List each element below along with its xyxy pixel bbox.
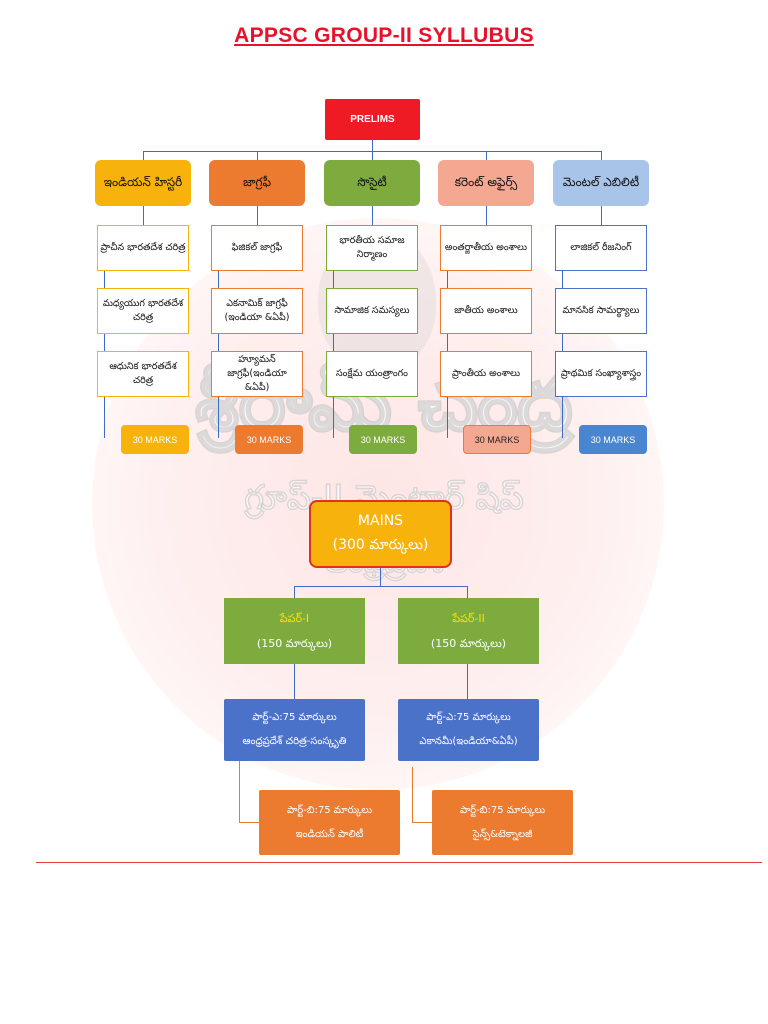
category-current-affairs: కరెంట్ అఫైర్స్ xyxy=(438,160,534,206)
page-title: APPSC GROUP-II SYLLUBUS xyxy=(234,24,534,47)
marks-badge: 30 MARKS xyxy=(235,425,303,454)
topic-logical-reasoning: లాజికల్ రీజనింగ్ xyxy=(555,225,647,271)
category-geography: జాగ్రఫీ xyxy=(209,160,305,206)
connector xyxy=(467,586,468,598)
connector xyxy=(239,761,240,823)
category-indian-history: ఇండియన్ హిస్టరీ xyxy=(95,160,191,206)
paper-1-marks: (150 మార్కులు) xyxy=(256,637,333,650)
connector xyxy=(412,822,433,823)
topic-basic-statistics: ప్రాథమిక సంఖ్యాశాస్త్రం xyxy=(555,351,647,397)
connector xyxy=(467,664,468,699)
connector xyxy=(143,151,144,160)
category-mental-ability: మెంటల్ ఎబిలిటీ xyxy=(553,160,649,206)
connector xyxy=(372,151,373,160)
part-b-subject: ఇండియన్ పాలిటీ xyxy=(295,828,364,840)
connector xyxy=(486,206,487,225)
prelims-node: PRELIMS xyxy=(325,99,420,140)
connector xyxy=(380,568,381,587)
connector xyxy=(143,206,144,225)
connector xyxy=(372,140,373,152)
topic-mental-ability: మానసిక సామర్థ్యాలు xyxy=(555,288,647,334)
connector xyxy=(239,822,260,823)
connector xyxy=(294,586,295,598)
topic-social-issues: సామాజిక సమస్యలు xyxy=(326,288,418,334)
paper-2-node: పేపర్-II (150 మార్కులు) xyxy=(398,598,539,664)
part-b-heading: పార్ట్-బి:75 మార్కులు xyxy=(286,804,373,816)
paper-1-part-a: పార్ట్-ఎ:75 మార్కులు ఆంధ్రప్రదేశ్ చరిత్ర… xyxy=(224,699,365,761)
topic-welfare: సంక్షేమ యంత్రాంగం xyxy=(326,351,418,397)
topic-human-geography: హ్యూమన్ జాగ్రఫీ(ఇండియా &ఏపీ) xyxy=(211,351,303,397)
paper-2-part-a: పార్ట్-ఎ:75 మార్కులు ఎకానమీ(ఇండియా&ఏపీ) xyxy=(398,699,539,761)
paper-1-part-b: పార్ట్-బి:75 మార్కులు ఇండియన్ పాలిటీ xyxy=(259,790,400,855)
topic-national: జాతీయ అంశాలు xyxy=(440,288,532,334)
paper-2-part-b: పార్ట్-బి:75 మార్కులు సైన్స్&టెక్నాలజీ xyxy=(432,790,573,855)
topic-modern-history: ఆధునిక భారతదేశ చరిత్ర xyxy=(97,351,189,397)
connector xyxy=(294,586,467,587)
connector xyxy=(601,151,602,160)
part-a-heading: పార్ట్-ఎ:75 మార్కులు xyxy=(252,712,337,723)
part-b-subject: సైన్స్&టెక్నాలజీ xyxy=(472,828,533,840)
part-a-heading: పార్ట్-ఎ:75 మార్కులు xyxy=(426,712,511,723)
paper-1-label: పేపర్-I xyxy=(279,611,310,625)
part-a-subject: ఆంధ్రప్రదేశ్ చరిత్ర-సంస్కృతి xyxy=(242,736,347,747)
mains-node: MAINS (300 మార్కులు) xyxy=(309,500,452,568)
part-b-heading: పార్ట్-బి:75 మార్కులు xyxy=(459,804,546,816)
connector xyxy=(257,206,258,225)
marks-badge: 30 MARKS xyxy=(121,425,189,454)
mains-label: MAINS xyxy=(357,513,404,530)
connector xyxy=(412,767,413,823)
connector xyxy=(372,206,373,225)
marks-badge: 30 MARKS xyxy=(349,425,417,454)
connector xyxy=(486,151,487,160)
connector xyxy=(294,664,295,699)
connector xyxy=(257,151,258,160)
footer-divider xyxy=(36,862,762,863)
topic-medieval-history: మధ్యయుగ భారతదేశ చరిత్ర xyxy=(97,288,189,334)
paper-2-label: పేపర్-II xyxy=(452,611,485,625)
topic-international: అంతర్జాతీయ అంశాలు xyxy=(440,225,532,271)
marks-badge: 30 MARKS xyxy=(463,425,531,454)
category-society: సొసైటీ xyxy=(324,160,420,206)
mains-marks: (300 మార్కులు) xyxy=(332,537,429,553)
topic-ancient-history: ప్రాచీన భారతదేశ చరిత్ర xyxy=(97,225,189,271)
paper-2-marks: (150 మార్కులు) xyxy=(430,637,507,650)
paper-1-node: పేపర్-I (150 మార్కులు) xyxy=(224,598,365,664)
topic-indian-society: భారతీయ సమాజ నిర్మాణం xyxy=(326,225,418,271)
part-a-subject: ఎకానమీ(ఇండియా&ఏపీ) xyxy=(419,736,518,747)
connector xyxy=(601,206,602,225)
topic-economic-geography: ఎకనామిక్ జాగ్రఫీ (ఇండియా &ఏపీ) xyxy=(211,288,303,334)
marks-badge: 30 MARKS xyxy=(579,425,647,454)
topic-regional: ప్రాంతీయ అంశాలు xyxy=(440,351,532,397)
topic-physical-geography: ఫిజికల్ జాగ్రఫీ xyxy=(211,225,303,271)
